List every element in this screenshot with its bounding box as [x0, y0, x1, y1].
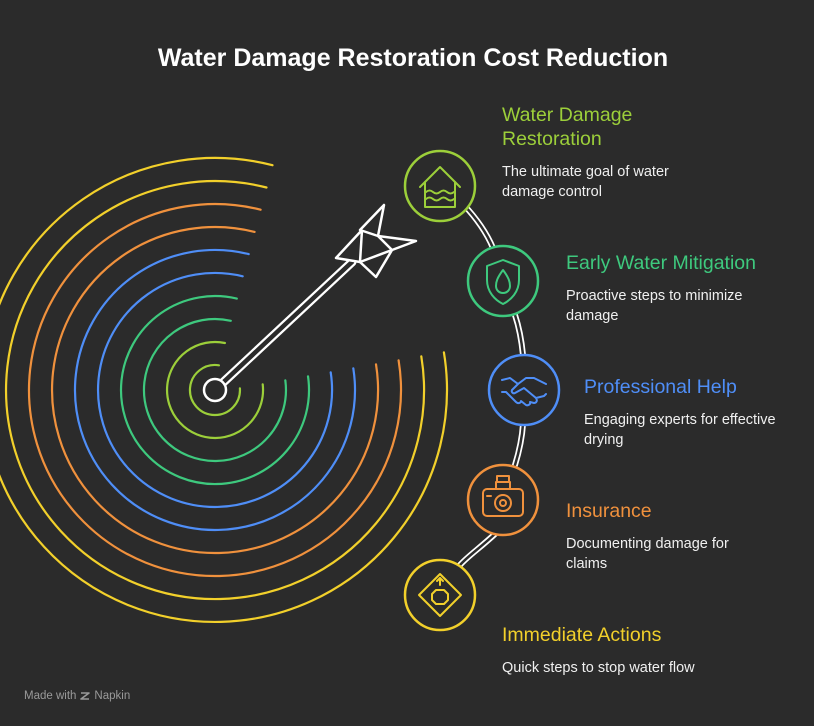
- target-ring: [27, 202, 403, 578]
- step-desc-mitigation: Proactive steps to minimize damage: [566, 288, 743, 324]
- target-rings: [0, 156, 449, 624]
- step-node-insurance: [466, 463, 540, 537]
- handshake-icon: [501, 377, 547, 407]
- step-title-professional: Professional Help: [584, 376, 737, 398]
- step-node-mitigation: [466, 244, 540, 318]
- target-ring: [0, 156, 449, 624]
- step-node-professional: [487, 353, 561, 427]
- target-ring: [119, 294, 311, 486]
- arrow: [202, 203, 418, 403]
- footer: Made with Napkin: [24, 690, 130, 702]
- target-ring: [96, 271, 334, 509]
- target-ring: [4, 180, 426, 601]
- page-title: Water Damage Restoration Cost Reduction: [157, 44, 669, 72]
- target-ring: [165, 340, 265, 440]
- step-title-restoration: Water Damage Restoration: [502, 104, 633, 150]
- step-desc-professional: Engaging experts for effective drying: [584, 412, 776, 448]
- footer-made-with: Made with: [24, 690, 77, 702]
- house-water-icon: [419, 166, 461, 208]
- footer-brand: Napkin: [94, 690, 131, 702]
- step-node-restoration: [403, 149, 477, 223]
- target-ring: [50, 225, 380, 555]
- target-ring: [73, 248, 357, 532]
- step-desc-immediate: Quick steps to stop water flow: [502, 660, 695, 676]
- step-node-immediate: [403, 558, 477, 632]
- step-desc-insurance: Documenting damage for claims: [566, 536, 729, 572]
- water-drop-shield-icon: [486, 259, 520, 305]
- bullseye-center: [202, 377, 228, 403]
- target-ring: [142, 317, 288, 463]
- step-title-insurance: Insurance: [566, 500, 652, 522]
- target-ring: [188, 363, 242, 417]
- step-title-mitigation: Early Water Mitigation: [566, 252, 757, 274]
- napkin-logo-icon: [80, 692, 91, 700]
- stop-sign-icon: [418, 573, 462, 617]
- step-desc-restoration: The ultimate goal of water damage contro…: [502, 164, 669, 200]
- step-title-immediate: Immediate Actions: [502, 624, 662, 646]
- camera-icon: [482, 475, 524, 517]
